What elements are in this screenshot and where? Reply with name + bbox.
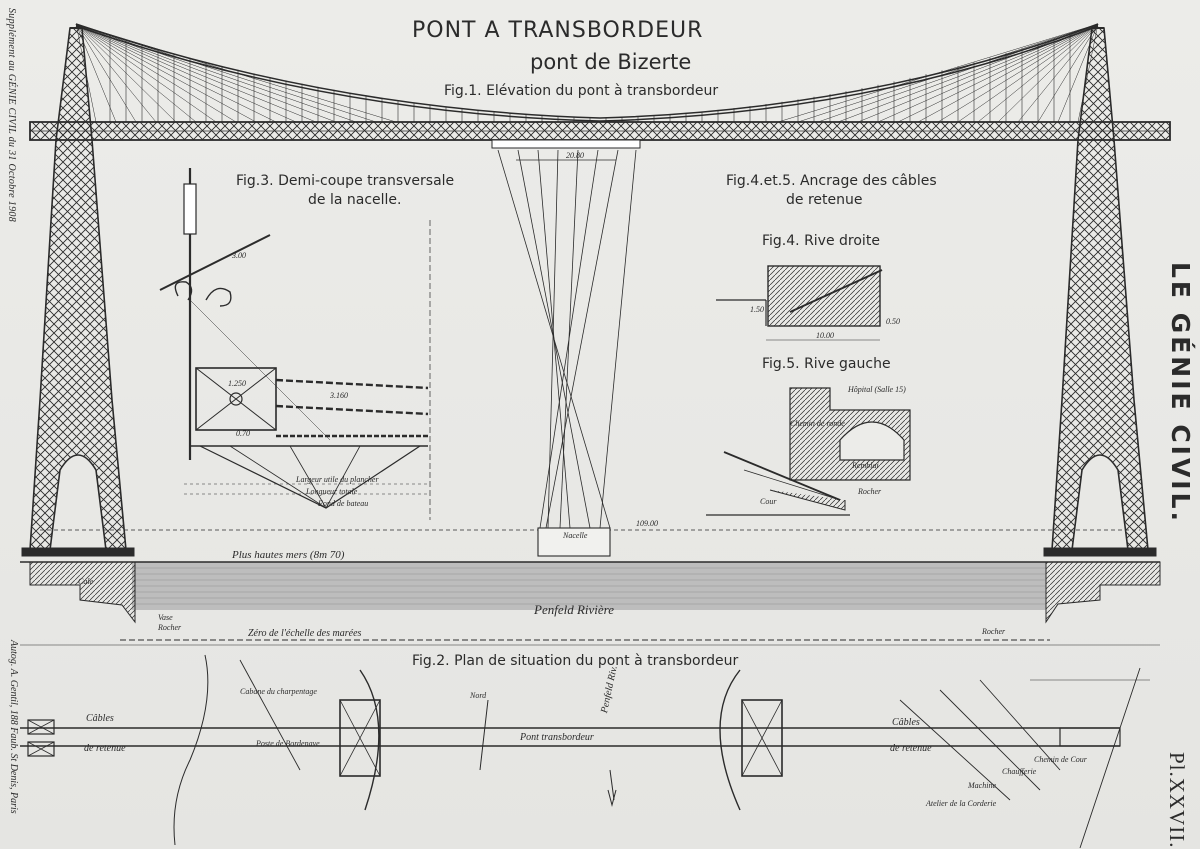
fig45-caption-line2: de retenue [786, 192, 863, 208]
right-fan-stay [1077, 23, 1099, 123]
fig5-hopital-label: Hôpital (Salle 15) [848, 385, 906, 394]
fig5-detail [706, 387, 911, 516]
cale-label: Cale [78, 577, 94, 586]
left-fan-stay [75, 23, 117, 123]
fig5-chemin-label: Chemin de ronde [790, 419, 845, 428]
fig2-caption: Fig.2. Plan de situation du pont à trans… [412, 653, 739, 669]
fig3-caption-line2: de la nacelle. [308, 192, 402, 208]
plan-machine-label: Machine [968, 781, 996, 790]
fig3-largeur-label: Largeur utile du plancher [296, 475, 379, 484]
left-fan-stay [75, 23, 197, 123]
right-pylon [1043, 27, 1157, 557]
plan-pont-label: Pont transbordeur [520, 732, 594, 743]
fig3-dim-3-00: 3.00 [232, 251, 246, 260]
trolley [491, 139, 641, 149]
deck-hangers [109, 33, 1071, 122]
fig4-dim-0-50: 0.50 [886, 317, 900, 326]
left-fan-stay [75, 23, 237, 123]
fig3-longueur-label: Longueur totale [306, 487, 358, 496]
fig5-rocher-label: Rocher [858, 487, 882, 496]
right-fan-stay [997, 23, 1099, 123]
right-fan-stay [937, 23, 1099, 123]
right-fan-stay [797, 23, 1099, 123]
left-fan-stay [75, 23, 277, 123]
fig3-dim-0-70: 0.70 [236, 429, 250, 438]
clearance-dimension: 109.00 [636, 519, 658, 528]
nacelle-box [537, 527, 611, 557]
left-fan-stay [75, 23, 217, 123]
right-fan-stay [917, 23, 1099, 123]
drawing-subtitle: pont de Bizerte [530, 50, 692, 74]
rocher-right-label: Rocher [982, 627, 1006, 636]
drawing-title: PONT A TRANSBORDEUR [412, 18, 704, 43]
plan-nord-label: Nord [470, 691, 487, 700]
right-fan-stay [777, 23, 1099, 123]
right-fan-stay [1037, 23, 1099, 123]
fig3-dim-3-160: 3.160 [330, 391, 348, 400]
fig45-caption-line1: Fig.4.et.5. Ancrage des câbles [726, 173, 937, 189]
left-pylon [21, 27, 135, 557]
plan-cables-right-label: Câbles [892, 717, 920, 728]
left-fan-stay [75, 23, 157, 123]
fig3-dim-1-250: 1.250 [228, 379, 246, 388]
plan-retenue-left-label: de retenue [84, 743, 126, 754]
span-dimension: 20.80 [566, 151, 584, 160]
plan-poste-label: Poste de Bordenave [256, 739, 320, 748]
left-bank [29, 561, 136, 624]
plan-chemin-label: Chemin de Cour [1034, 755, 1087, 764]
right-fan-stay [877, 23, 1099, 123]
vase-label: Vase [158, 613, 173, 622]
fig1-caption: Fig.1. Elévation du pont à transbordeur [444, 83, 719, 99]
fig5-caption: Fig.5. Rive gauche [762, 356, 891, 372]
left-fan-stay [75, 23, 317, 123]
plan-cables-left-label: Câbles [86, 713, 114, 724]
right-fan-stay [857, 23, 1099, 123]
fig4-dim-10-00: 10.00 [816, 331, 834, 340]
plan-chaufferie-label: Chaufferie [1002, 767, 1037, 776]
plate-number: Pl.XXVII. [1165, 752, 1189, 849]
right-fan-stay [957, 23, 1099, 123]
right-bank [1045, 561, 1161, 624]
nacelle-label: Nacelle [563, 531, 588, 540]
water-lines [132, 567, 1046, 605]
fig5-cour-label: Cour [760, 497, 777, 506]
left-fan-stay [75, 23, 397, 123]
fig4-detail [716, 265, 883, 341]
plan-atelier-label: Atelier de la Corderie [926, 799, 997, 808]
river-label: Penfeld Rivière [534, 602, 615, 617]
left-fan-stay [75, 23, 297, 123]
nacelle-cables [497, 149, 637, 529]
left-fan-stay [75, 23, 357, 123]
journal-name: LE GÉNIE CIVIL. [1166, 262, 1195, 525]
printer-note: Autog. A. Gentil, 188 Faub. St Denis, Pa… [8, 640, 19, 814]
right-fan-stay [837, 23, 1099, 123]
fig4-caption: Fig.4. Rive droite [762, 233, 880, 249]
bridge-deck [29, 121, 1171, 141]
right-fan-stay [1057, 23, 1099, 123]
fig3-caption-line1: Fig.3. Demi-coupe transversale [236, 173, 455, 189]
right-fan-stay [1017, 23, 1099, 123]
left-fan-stay [75, 23, 97, 123]
high-tide-label: Plus hautes mers (8m 70) [232, 549, 345, 561]
fig5-remblai-label: Remblai [852, 461, 879, 470]
fan-stays [75, 23, 1099, 123]
plan-cabane-label: Cabane du charpentage [240, 687, 317, 696]
rocher-left-label: Rocher [158, 623, 182, 632]
plan-retenue-right-label: de retenue [890, 743, 932, 754]
left-fan-stay [75, 23, 377, 123]
fig4-dim-1-50: 1.50 [750, 305, 764, 314]
fig3-detail [159, 168, 431, 520]
fig3-fond-label: Fond de bateau [318, 499, 369, 508]
fig2-plan [20, 654, 1150, 849]
left-fan-stay [75, 23, 257, 123]
tide-zero-label: Zéro de l'échelle des marées [248, 628, 362, 639]
right-fan-stay [897, 23, 1099, 123]
supplement-note: Supplément au GÉNIE CIVIL du 31 Octobre … [6, 8, 17, 223]
